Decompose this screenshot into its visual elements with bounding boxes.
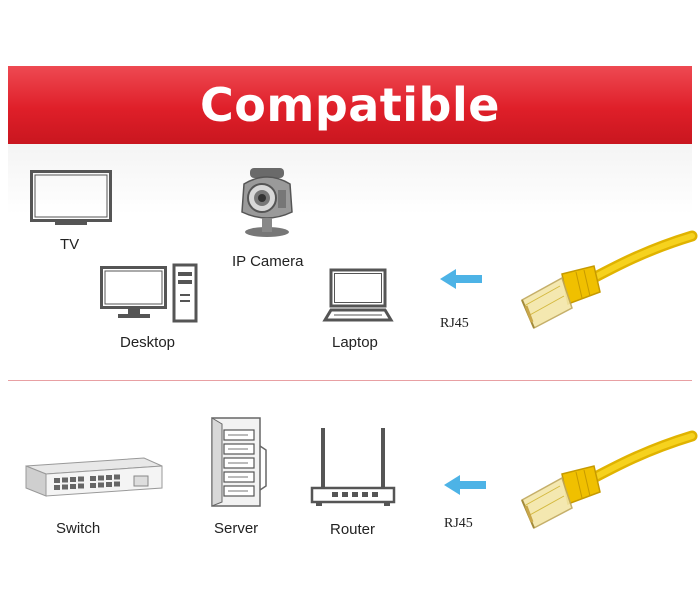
router-icon [310,428,396,506]
desktop-label: Desktop [120,334,176,351]
tv-icon [30,170,112,225]
server-label: Server [214,520,259,537]
rj45-cable-icon [521,430,698,530]
banner-title: Compatible [200,78,500,132]
section-divider [8,380,692,381]
server-rack-icon [211,417,267,507]
ip-camera-label: IP Camera [232,253,304,270]
switch-label: Switch [56,520,101,537]
arrow-left-icon [440,269,482,289]
compatible-banner: Compatible [8,66,692,144]
arrow-left-icon [444,475,486,495]
network-switch-icon [25,457,163,497]
rj45-label-bottom: RJ45 [444,516,473,531]
laptop-label: Laptop [332,334,378,351]
desktop-computer-icon [100,263,198,323]
tv-label: TV [60,236,80,253]
router-label: Router [330,521,376,538]
top-panel-background [8,144,692,380]
rj45-label-top: RJ45 [440,316,469,331]
rj45-cable-icon [521,230,698,330]
laptop-icon [322,268,394,322]
ip-camera-icon [241,168,293,237]
